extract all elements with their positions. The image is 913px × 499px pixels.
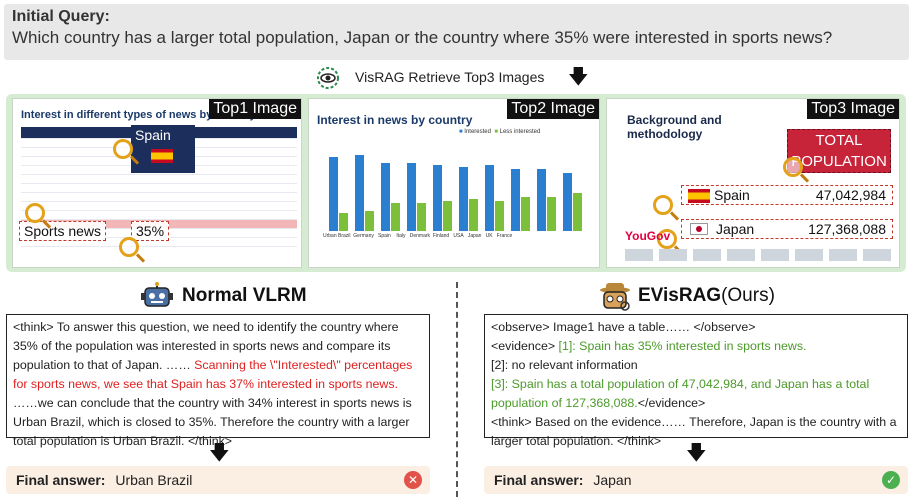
center-divider: [456, 282, 458, 497]
retrieve-step: VisRAG Retrieve Top3 Images 🡇: [0, 66, 913, 90]
spain-flag-icon: [151, 149, 173, 163]
evisrag-final-answer: Final answer: Japan ✓: [484, 466, 908, 494]
evisrag-name: EVisRAG: [638, 285, 722, 306]
sports-news-callout: Sports news: [19, 221, 107, 241]
evidence-1: [1]: Spain has 35% interested in sports …: [558, 339, 807, 353]
wrong-x-icon: ✕: [404, 471, 422, 489]
partner-logos: [625, 249, 895, 261]
normal-reasoning-conclusion: ……we can conclude that the country with …: [13, 396, 412, 448]
top3-label: Top3 Image: [807, 99, 899, 119]
magnifier-icon: [113, 139, 133, 159]
x-label: Denmark: [409, 233, 431, 239]
japan-flag-icon: [690, 223, 708, 235]
down-arrow-icon: 🡇: [209, 442, 230, 464]
legend-interested: Interested: [464, 129, 491, 135]
x-label: Germany: [353, 233, 374, 239]
correct-check-icon: ✓: [882, 471, 900, 489]
initial-query: Initial Query: Which country has a large…: [4, 4, 909, 60]
legend-less-interested: Less interested: [499, 129, 541, 135]
magnifier-icon: [657, 229, 677, 249]
normal-vlrm-title: Normal VLRM: [182, 285, 307, 306]
robot-icon: [141, 282, 173, 307]
normal-reasoning: <think> To answer this question, we need…: [6, 314, 430, 448]
top1-image: Interest in different types of news by c…: [12, 98, 302, 268]
normal-final-answer: Final answer: Urban Brazil ✕: [6, 466, 430, 494]
magnifier-icon: [119, 237, 139, 257]
down-arrow-icon: 🡇: [568, 66, 589, 88]
top1-label: Top1 Image: [209, 99, 301, 119]
x-label: France: [496, 233, 513, 239]
answer-label: Final answer:: [16, 472, 106, 488]
top2-label: Top2 Image: [507, 99, 599, 119]
magnifier-icon: [25, 203, 45, 223]
retrieve-label: VisRAG Retrieve Top3 Images: [355, 69, 545, 85]
observe-line: <observe> Image1 have a table…… </observ…: [491, 320, 756, 334]
x-label: USA: [453, 233, 464, 239]
answer-value: Japan: [593, 472, 632, 488]
chart-x-labels: Urban Brazil Germany Spain Italy Denmark…: [323, 233, 589, 239]
evidence-3: [3]: Spain has a total population of 47,…: [491, 377, 870, 410]
normal-reasoning-intro: <think> To answer this question, we need…: [13, 320, 399, 372]
top3-image: Background and methodology Top3 Image TO…: [606, 98, 900, 268]
top3-image-title: Background and methodology: [627, 113, 722, 141]
x-label: Spain: [378, 233, 391, 239]
spain-population: 47,042,984: [815, 187, 886, 203]
evisrag-title: EVisRAG(Ours): [638, 285, 775, 307]
x-label: Finland: [432, 233, 450, 239]
total-population-callout: TOTAL POPULATION: [787, 129, 891, 173]
spain-flag-icon: [688, 189, 710, 203]
x-label: UK: [485, 233, 493, 239]
japan-country: Japan: [716, 221, 755, 237]
interest-bar-chart: [329, 155, 582, 231]
query-title: Initial Query:: [12, 8, 110, 25]
retrieved-images-panel: Interest in different types of news by c…: [6, 94, 906, 272]
normal-reasoning-error: Scanning the \"Interested\" percentages …: [13, 358, 413, 391]
spain-country: Spain: [714, 187, 750, 203]
top2-image-title: Interest in news by country: [317, 113, 473, 127]
top2-image: Interest in news by country Top2 Image ■…: [308, 98, 600, 268]
top1-image-title: Interest in different types of news by c…: [21, 109, 256, 121]
japan-population: 127,368,088: [808, 221, 886, 237]
think-line: <think> Based on the evidence…… Therefor…: [491, 415, 897, 448]
query-text: Which country has a larger total populat…: [12, 28, 833, 47]
eye-magnifier-icon: [317, 67, 339, 89]
evidence-2: [2]: no relevant information: [491, 358, 638, 372]
answer-label: Final answer:: [494, 472, 584, 488]
detective-robot-icon: [600, 283, 630, 311]
spain-header-callout: Spain: [131, 125, 195, 173]
x-label: Urban Brazil: [323, 233, 351, 239]
down-arrow-icon: 🡇: [686, 442, 707, 464]
spain-label: Spain: [135, 127, 171, 143]
answer-value: Urban Brazil: [115, 472, 193, 488]
yougov-logo: YouGov: [625, 229, 671, 243]
magnifier-icon: [653, 195, 673, 215]
spain-population-row: Spain 47,042,984: [681, 185, 893, 205]
japan-population-row: Japan 127,368,088: [681, 219, 893, 239]
x-label: Japan: [467, 233, 482, 239]
x-label: Italy: [396, 233, 406, 239]
evisrag-ours: (Ours): [721, 285, 775, 306]
chart-legend: ■ Interested ■ Less interested: [459, 129, 541, 135]
magnifier-icon: [783, 157, 803, 177]
percent-callout: 35%: [131, 221, 170, 241]
evidence-open-tag: <evidence>: [491, 339, 559, 353]
evisrag-reasoning: <observe> Image1 have a table…… </observ…: [484, 314, 908, 448]
evidence-close-tag: </evidence>: [637, 396, 706, 410]
